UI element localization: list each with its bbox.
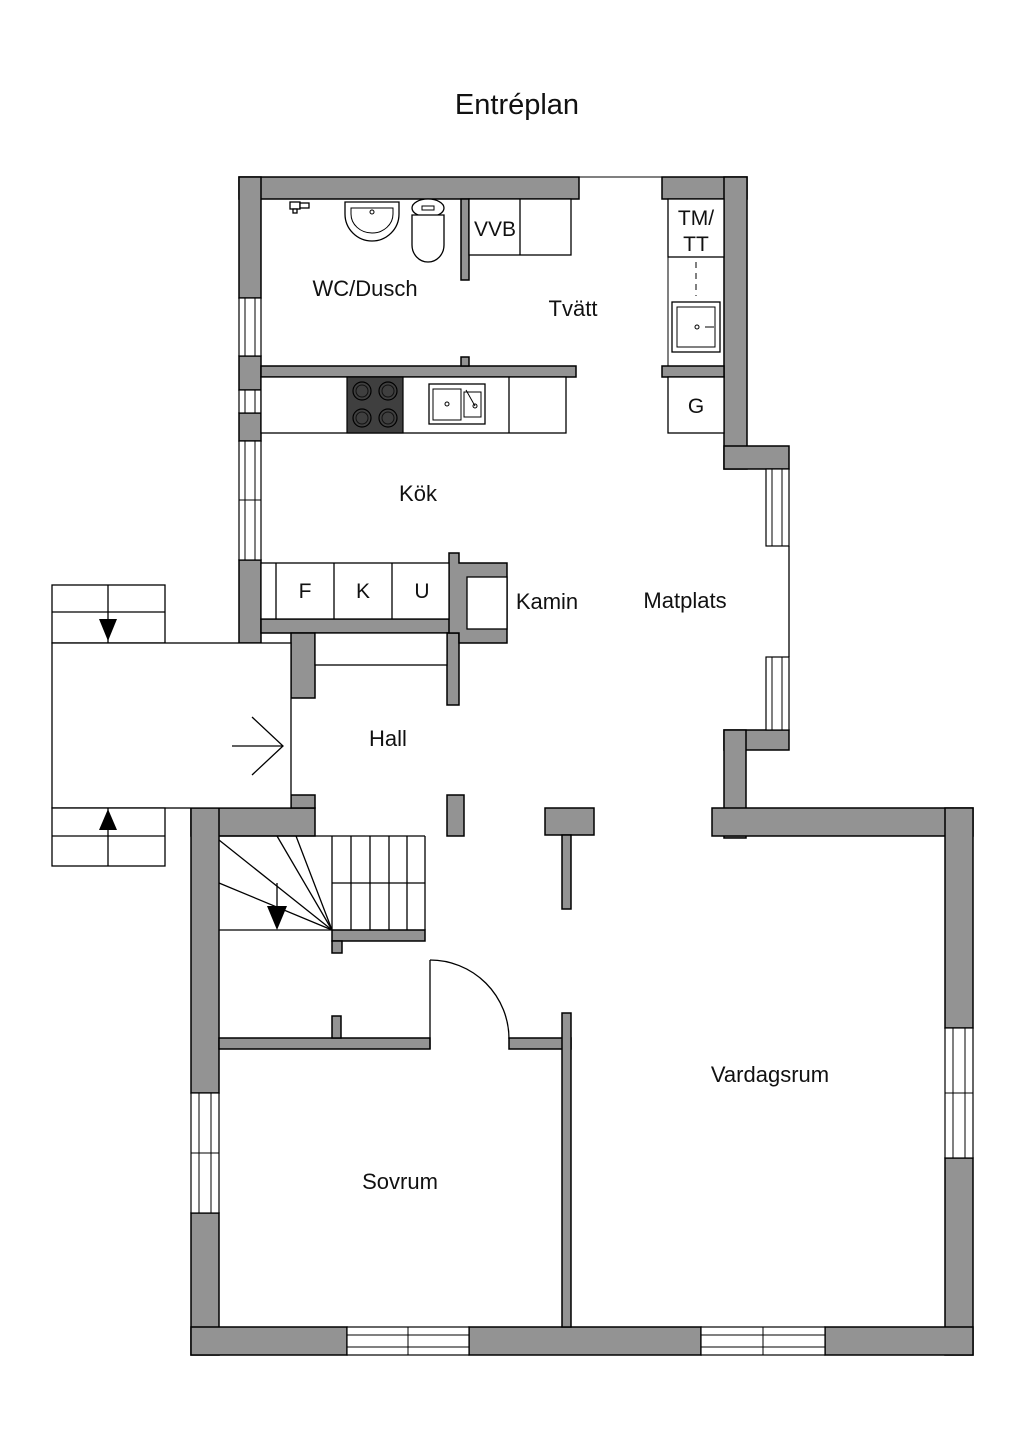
sink-icon <box>344 201 400 242</box>
room-labels: WC/Dusch Tvätt Kök Kamin Matplats Hall V… <box>312 276 829 1194</box>
step-arrow-down-icon <box>99 619 117 641</box>
walls <box>190 176 974 1356</box>
shower-icon <box>289 201 310 214</box>
kitchen-sink-icon <box>428 383 486 425</box>
hall-shelf <box>314 632 448 666</box>
room-label-dining: Matplats <box>643 588 726 613</box>
room-label-hall: Hall <box>369 726 407 751</box>
room-label-living: Vardagsrum <box>711 1062 829 1087</box>
room-label-laundry: Tvätt <box>549 296 598 321</box>
windows <box>190 297 974 1356</box>
entrance-porch <box>51 584 292 867</box>
staircase <box>218 835 426 931</box>
room-label-fireplace: Kamin <box>516 589 578 614</box>
oven-label: U <box>414 580 429 603</box>
washer-label-2: TT <box>683 233 709 256</box>
room-label-bedroom: Sovrum <box>362 1169 438 1194</box>
room-label-wc: WC/Dusch <box>312 276 417 301</box>
laundry-fixtures: TM/ TT G <box>667 198 725 434</box>
fridge-label: F <box>299 580 312 603</box>
washer-label-1: TM/ <box>678 207 714 230</box>
water-heater-label: VVB <box>474 218 516 241</box>
water-heater: VVB <box>468 198 572 256</box>
plan-title: Entréplan <box>455 89 579 121</box>
wardrobe-label: G <box>688 395 704 418</box>
appliance-row: F K U <box>260 562 450 620</box>
wc-fixtures <box>289 198 445 263</box>
kitchen-counter <box>260 376 567 434</box>
step-arrow-up-icon <box>99 809 117 830</box>
room-label-kitchen: Kök <box>399 481 438 506</box>
bedroom-door[interactable] <box>429 959 510 1049</box>
toilet-icon <box>411 198 445 263</box>
freezer-label: K <box>356 580 370 603</box>
stair-arrow-down-icon <box>267 906 287 930</box>
